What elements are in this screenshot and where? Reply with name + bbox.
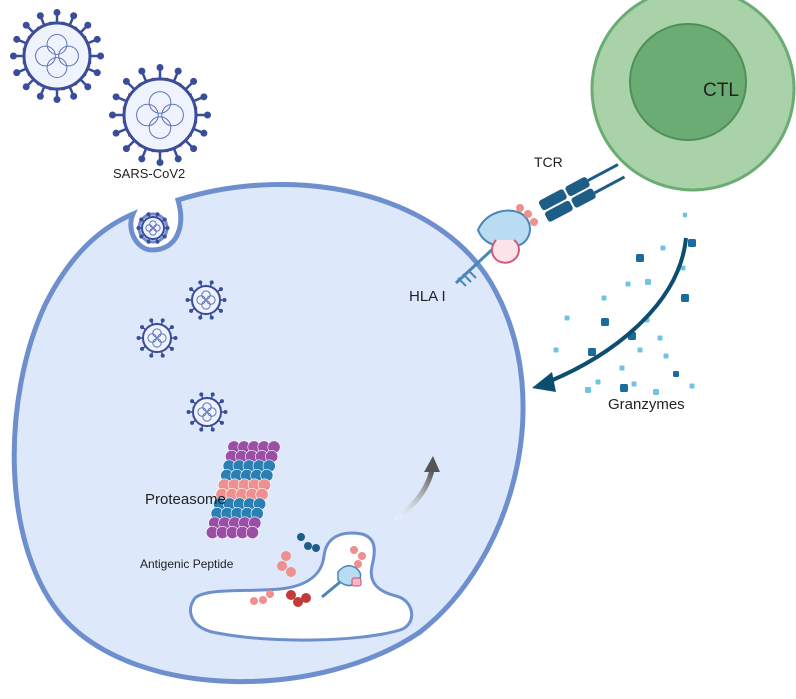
granzyme-icon: [636, 254, 644, 262]
granzyme-icon: [564, 315, 570, 321]
granzyme-icon: [663, 353, 669, 359]
granzyme-icon: [620, 384, 628, 392]
virus-icon: [9, 8, 105, 104]
virus-group: [9, 8, 228, 432]
granzyme-icon: [688, 239, 696, 247]
tcr-icon: [538, 163, 626, 222]
ctl-label: CTL: [703, 80, 739, 101]
proteasome-label: Proteasome: [145, 491, 226, 508]
hla-label: HLA I: [409, 288, 446, 305]
granzyme-icon: [682, 212, 688, 218]
granzymes-label: Granzymes: [608, 396, 685, 413]
granzyme-icon: [595, 379, 601, 385]
granzyme-icon: [681, 294, 689, 302]
granzyme-group: [553, 212, 696, 395]
cell-membrane: [11, 182, 526, 685]
granzyme-icon: [680, 265, 686, 271]
granzyme-icon: [645, 279, 651, 285]
granzyme-icon: [689, 383, 695, 389]
antigenic-peptide-group: [250, 533, 366, 607]
granzyme-icon: [619, 365, 625, 371]
ctl-cell: [590, 0, 796, 192]
granzyme-arrow-icon: [532, 237, 688, 392]
granzyme-icon: [625, 281, 631, 287]
proteasome-icon: [205, 440, 281, 539]
antigenic-peptide-label: Antigenic Peptide: [140, 557, 234, 571]
virus-icon: [186, 392, 228, 432]
er-compartment: [189, 531, 413, 642]
virus-icon: [108, 63, 212, 167]
hla-loading-icon: [321, 565, 362, 599]
granzyme-icon: [601, 295, 607, 301]
granzyme-icon: [601, 318, 609, 326]
granzyme-icon: [637, 347, 643, 353]
virus-icon: [136, 318, 178, 358]
granzyme-icon: [673, 371, 679, 377]
granzyme-icon: [631, 381, 637, 387]
granzyme-icon: [657, 335, 663, 341]
granzyme-icon: [585, 387, 591, 393]
export-arrow-icon: [393, 456, 440, 522]
virus-icon: [136, 212, 170, 244]
granzyme-icon: [660, 245, 666, 251]
granzyme-icon: [588, 348, 596, 356]
hla-i-icon: [454, 204, 538, 287]
virus-label: SARS-CoV2: [113, 166, 186, 181]
granzyme-icon: [653, 389, 659, 395]
infected-cell: [11, 182, 526, 685]
virus-icon: [185, 280, 227, 320]
tcr-label: TCR: [534, 154, 563, 170]
granzyme-icon: [553, 347, 559, 353]
